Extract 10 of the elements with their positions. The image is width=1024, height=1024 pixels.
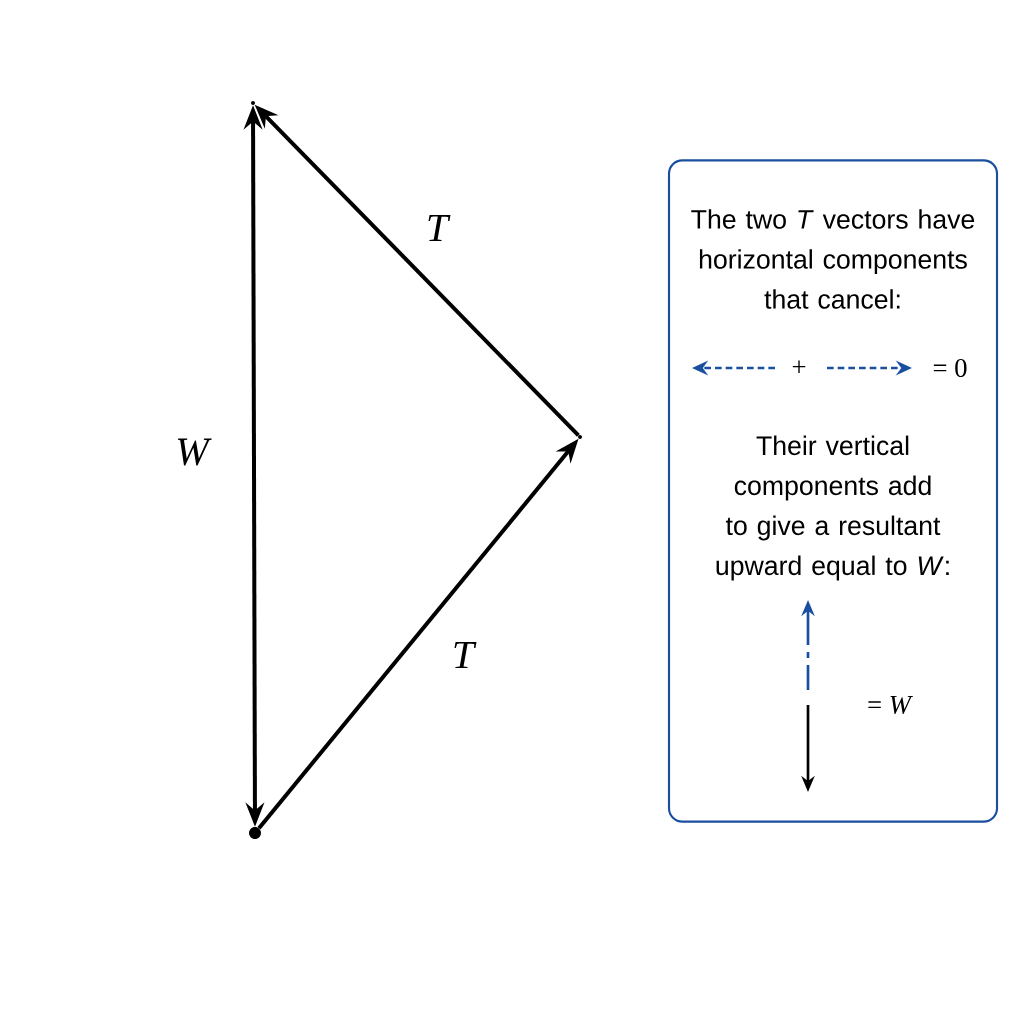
note-text: The two T vectors have horizontal components that cancel: [691, 209, 975, 309]
plus-sign: + [792, 360, 806, 373]
note-text: Their vertical components add to give a resultant upward equal to W: [716, 435, 949, 581]
vertex [578, 435, 582, 439]
vector-label: T [454, 641, 477, 669]
equation-text: = W [868, 696, 913, 714]
equation-text: = 0 [933, 359, 967, 377]
vector-label: W [178, 438, 212, 466]
vector-label: T [428, 214, 451, 242]
vertex [251, 101, 255, 105]
